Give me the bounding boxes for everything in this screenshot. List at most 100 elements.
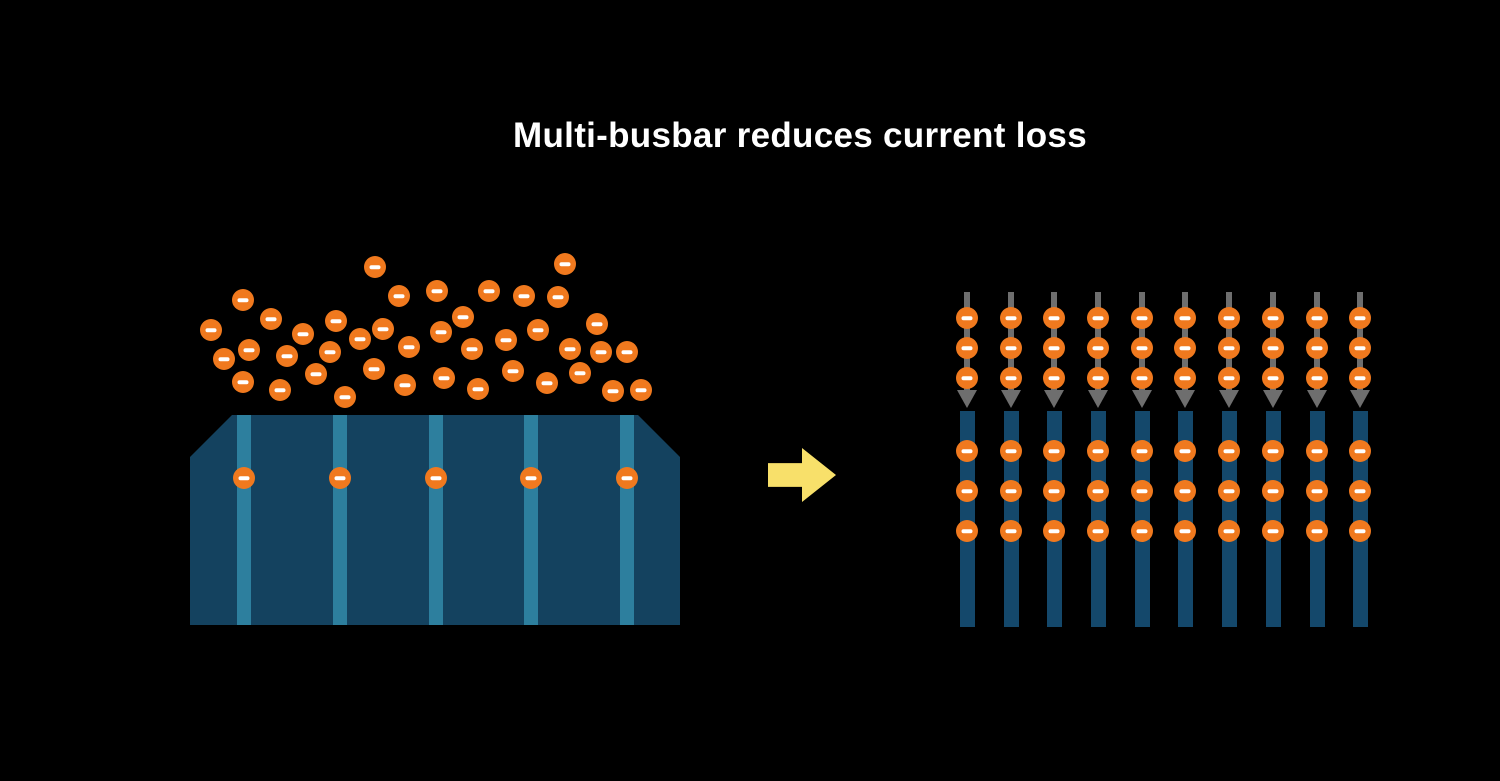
minus-icon xyxy=(1354,376,1366,380)
electron-icon xyxy=(1349,480,1371,502)
electron-icon xyxy=(325,310,347,332)
minus-icon xyxy=(354,337,366,341)
minus-icon xyxy=(1179,529,1191,533)
minus-icon xyxy=(431,289,443,293)
multi-busbar-ribbon xyxy=(1134,411,1150,627)
electron-icon xyxy=(956,307,978,329)
electron-icon xyxy=(1043,520,1065,542)
down-arrow-head-icon xyxy=(1088,390,1108,408)
electron-icon xyxy=(1218,480,1240,502)
electron-icon xyxy=(1043,307,1065,329)
electron-icon xyxy=(276,345,298,367)
minus-icon xyxy=(1223,529,1235,533)
minus-icon xyxy=(243,348,255,352)
minus-icon xyxy=(961,449,973,453)
minus-icon xyxy=(1179,489,1191,493)
minus-icon xyxy=(281,354,293,358)
minus-icon xyxy=(1311,449,1323,453)
electron-icon xyxy=(527,319,549,341)
electron-icon xyxy=(1262,440,1284,462)
minus-icon xyxy=(403,345,415,349)
minus-icon xyxy=(1267,376,1279,380)
minus-icon xyxy=(1267,449,1279,453)
multi-busbar-ribbon xyxy=(1265,411,1281,627)
electron-icon xyxy=(1218,367,1240,389)
minus-icon xyxy=(205,328,217,332)
minus-icon xyxy=(1005,489,1017,493)
electron-icon xyxy=(398,336,420,358)
minus-icon xyxy=(334,476,346,480)
electron-icon xyxy=(559,338,581,360)
multi-busbar-ribbon xyxy=(1352,411,1368,627)
electron-icon xyxy=(426,280,448,302)
minus-icon xyxy=(1223,346,1235,350)
electron-icon xyxy=(1262,520,1284,542)
minus-icon xyxy=(1136,316,1148,320)
minus-icon xyxy=(518,294,530,298)
electron-icon xyxy=(372,318,394,340)
electron-icon xyxy=(1262,307,1284,329)
electron-icon xyxy=(305,363,327,385)
multi-busbar-ribbon xyxy=(1221,411,1237,627)
down-arrow-head-icon xyxy=(1307,390,1327,408)
minus-icon xyxy=(1179,449,1191,453)
minus-icon xyxy=(621,350,633,354)
electron-icon xyxy=(1131,520,1153,542)
down-arrow-head-icon xyxy=(957,390,977,408)
electron-icon xyxy=(232,289,254,311)
electron-icon xyxy=(1218,337,1240,359)
minus-icon xyxy=(430,476,442,480)
minus-icon xyxy=(310,372,322,376)
electron-icon xyxy=(467,378,489,400)
minus-icon xyxy=(1354,316,1366,320)
minus-icon xyxy=(1136,489,1148,493)
minus-icon xyxy=(1179,316,1191,320)
minus-icon xyxy=(1048,489,1060,493)
electron-icon xyxy=(394,374,416,396)
minus-icon xyxy=(324,350,336,354)
electron-icon xyxy=(1131,480,1153,502)
minus-icon xyxy=(1005,316,1017,320)
minus-icon xyxy=(1092,489,1104,493)
electron-icon xyxy=(536,372,558,394)
flow-arrow-icon xyxy=(768,448,836,502)
minus-icon xyxy=(621,476,633,480)
electron-icon xyxy=(1087,440,1109,462)
minus-icon xyxy=(1223,449,1235,453)
minus-icon xyxy=(1223,316,1235,320)
electron-icon xyxy=(1087,337,1109,359)
electron-icon xyxy=(1174,307,1196,329)
minus-icon xyxy=(1354,529,1366,533)
minus-icon xyxy=(1311,376,1323,380)
minus-icon xyxy=(1311,346,1323,350)
electron-icon xyxy=(1043,337,1065,359)
minus-icon xyxy=(1048,529,1060,533)
minus-icon xyxy=(541,381,553,385)
down-arrow-head-icon xyxy=(1263,390,1283,408)
minus-icon xyxy=(297,332,309,336)
electron-icon xyxy=(1306,337,1328,359)
multi-busbar-ribbon xyxy=(1003,411,1019,627)
electron-icon xyxy=(363,358,385,380)
minus-icon xyxy=(399,383,411,387)
minus-icon xyxy=(559,262,571,266)
electron-icon xyxy=(513,285,535,307)
electron-icon xyxy=(430,321,452,343)
electron-icon xyxy=(425,467,447,489)
minus-icon xyxy=(377,327,389,331)
electron-icon xyxy=(1131,337,1153,359)
multi-busbar-ribbon xyxy=(1090,411,1106,627)
minus-icon xyxy=(393,294,405,298)
electron-icon xyxy=(1174,480,1196,502)
minus-icon xyxy=(961,529,973,533)
electron-icon xyxy=(1000,307,1022,329)
electron-icon xyxy=(364,256,386,278)
minus-icon xyxy=(564,347,576,351)
electron-icon xyxy=(1087,480,1109,502)
electron-icon xyxy=(1349,367,1371,389)
minus-icon xyxy=(472,387,484,391)
minus-icon xyxy=(238,476,250,480)
minus-icon xyxy=(218,357,230,361)
down-arrow-head-icon xyxy=(1350,390,1370,408)
electron-icon xyxy=(956,520,978,542)
